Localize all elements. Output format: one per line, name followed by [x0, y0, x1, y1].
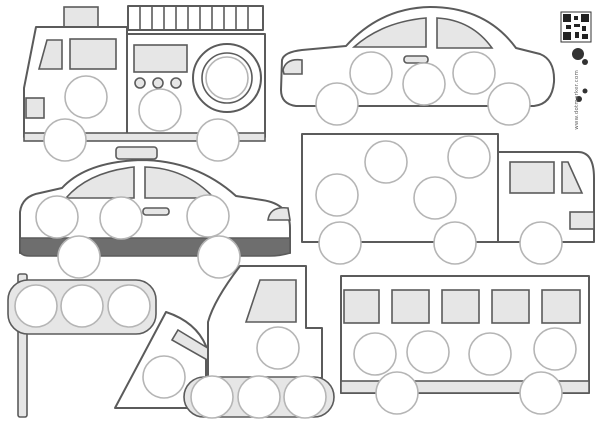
- marker-dot: [519, 221, 563, 265]
- marker-dot: [237, 375, 281, 419]
- bulldozer: [114, 265, 335, 419]
- marker-dot: [107, 284, 151, 328]
- marker-dot: [190, 375, 234, 419]
- hatchback-car: [280, 6, 556, 126]
- marker-dot: [57, 235, 101, 279]
- traffic-light: [7, 273, 157, 418]
- marker-dot: [533, 327, 577, 371]
- website-credit: www.dotmarker.com: [574, 70, 580, 130]
- marker-dot: [142, 355, 186, 399]
- marker-dot: [138, 88, 182, 132]
- marker-dot: [196, 118, 240, 162]
- marker-dot: [349, 51, 393, 95]
- qr-code-icon: [560, 11, 592, 43]
- marker-dot: [447, 135, 491, 179]
- dot-marker-logo-icon: [572, 48, 588, 102]
- marker-dot: [99, 196, 143, 240]
- marker-dot: [406, 330, 450, 374]
- marker-dot: [256, 326, 300, 370]
- bus: [340, 275, 590, 415]
- marker-dot: [353, 332, 397, 376]
- marker-dot: [43, 118, 87, 162]
- police-car: [19, 146, 291, 279]
- marker-dot: [487, 82, 531, 126]
- fire-truck-ladder: [127, 5, 264, 31]
- marker-dot: [205, 56, 249, 100]
- box-truck: [301, 133, 595, 265]
- marker-dot: [364, 140, 408, 184]
- marker-dot: [402, 62, 446, 106]
- marker-dot: [413, 176, 457, 220]
- marker-dot: [315, 82, 359, 126]
- marker-dot: [60, 284, 104, 328]
- marker-dot: [186, 194, 230, 238]
- marker-dot: [318, 221, 362, 265]
- marker-dot: [315, 173, 359, 217]
- marker-dot: [64, 75, 108, 119]
- marker-dot: [468, 332, 512, 376]
- marker-dot: [519, 371, 563, 415]
- marker-dot: [14, 284, 58, 328]
- marker-dot: [283, 375, 327, 419]
- marker-dot: [452, 51, 496, 95]
- marker-dot: [197, 235, 241, 279]
- fire-truck: [23, 5, 266, 162]
- marker-dot: [35, 195, 79, 239]
- marker-dot: [375, 371, 419, 415]
- marker-dot: [433, 221, 477, 265]
